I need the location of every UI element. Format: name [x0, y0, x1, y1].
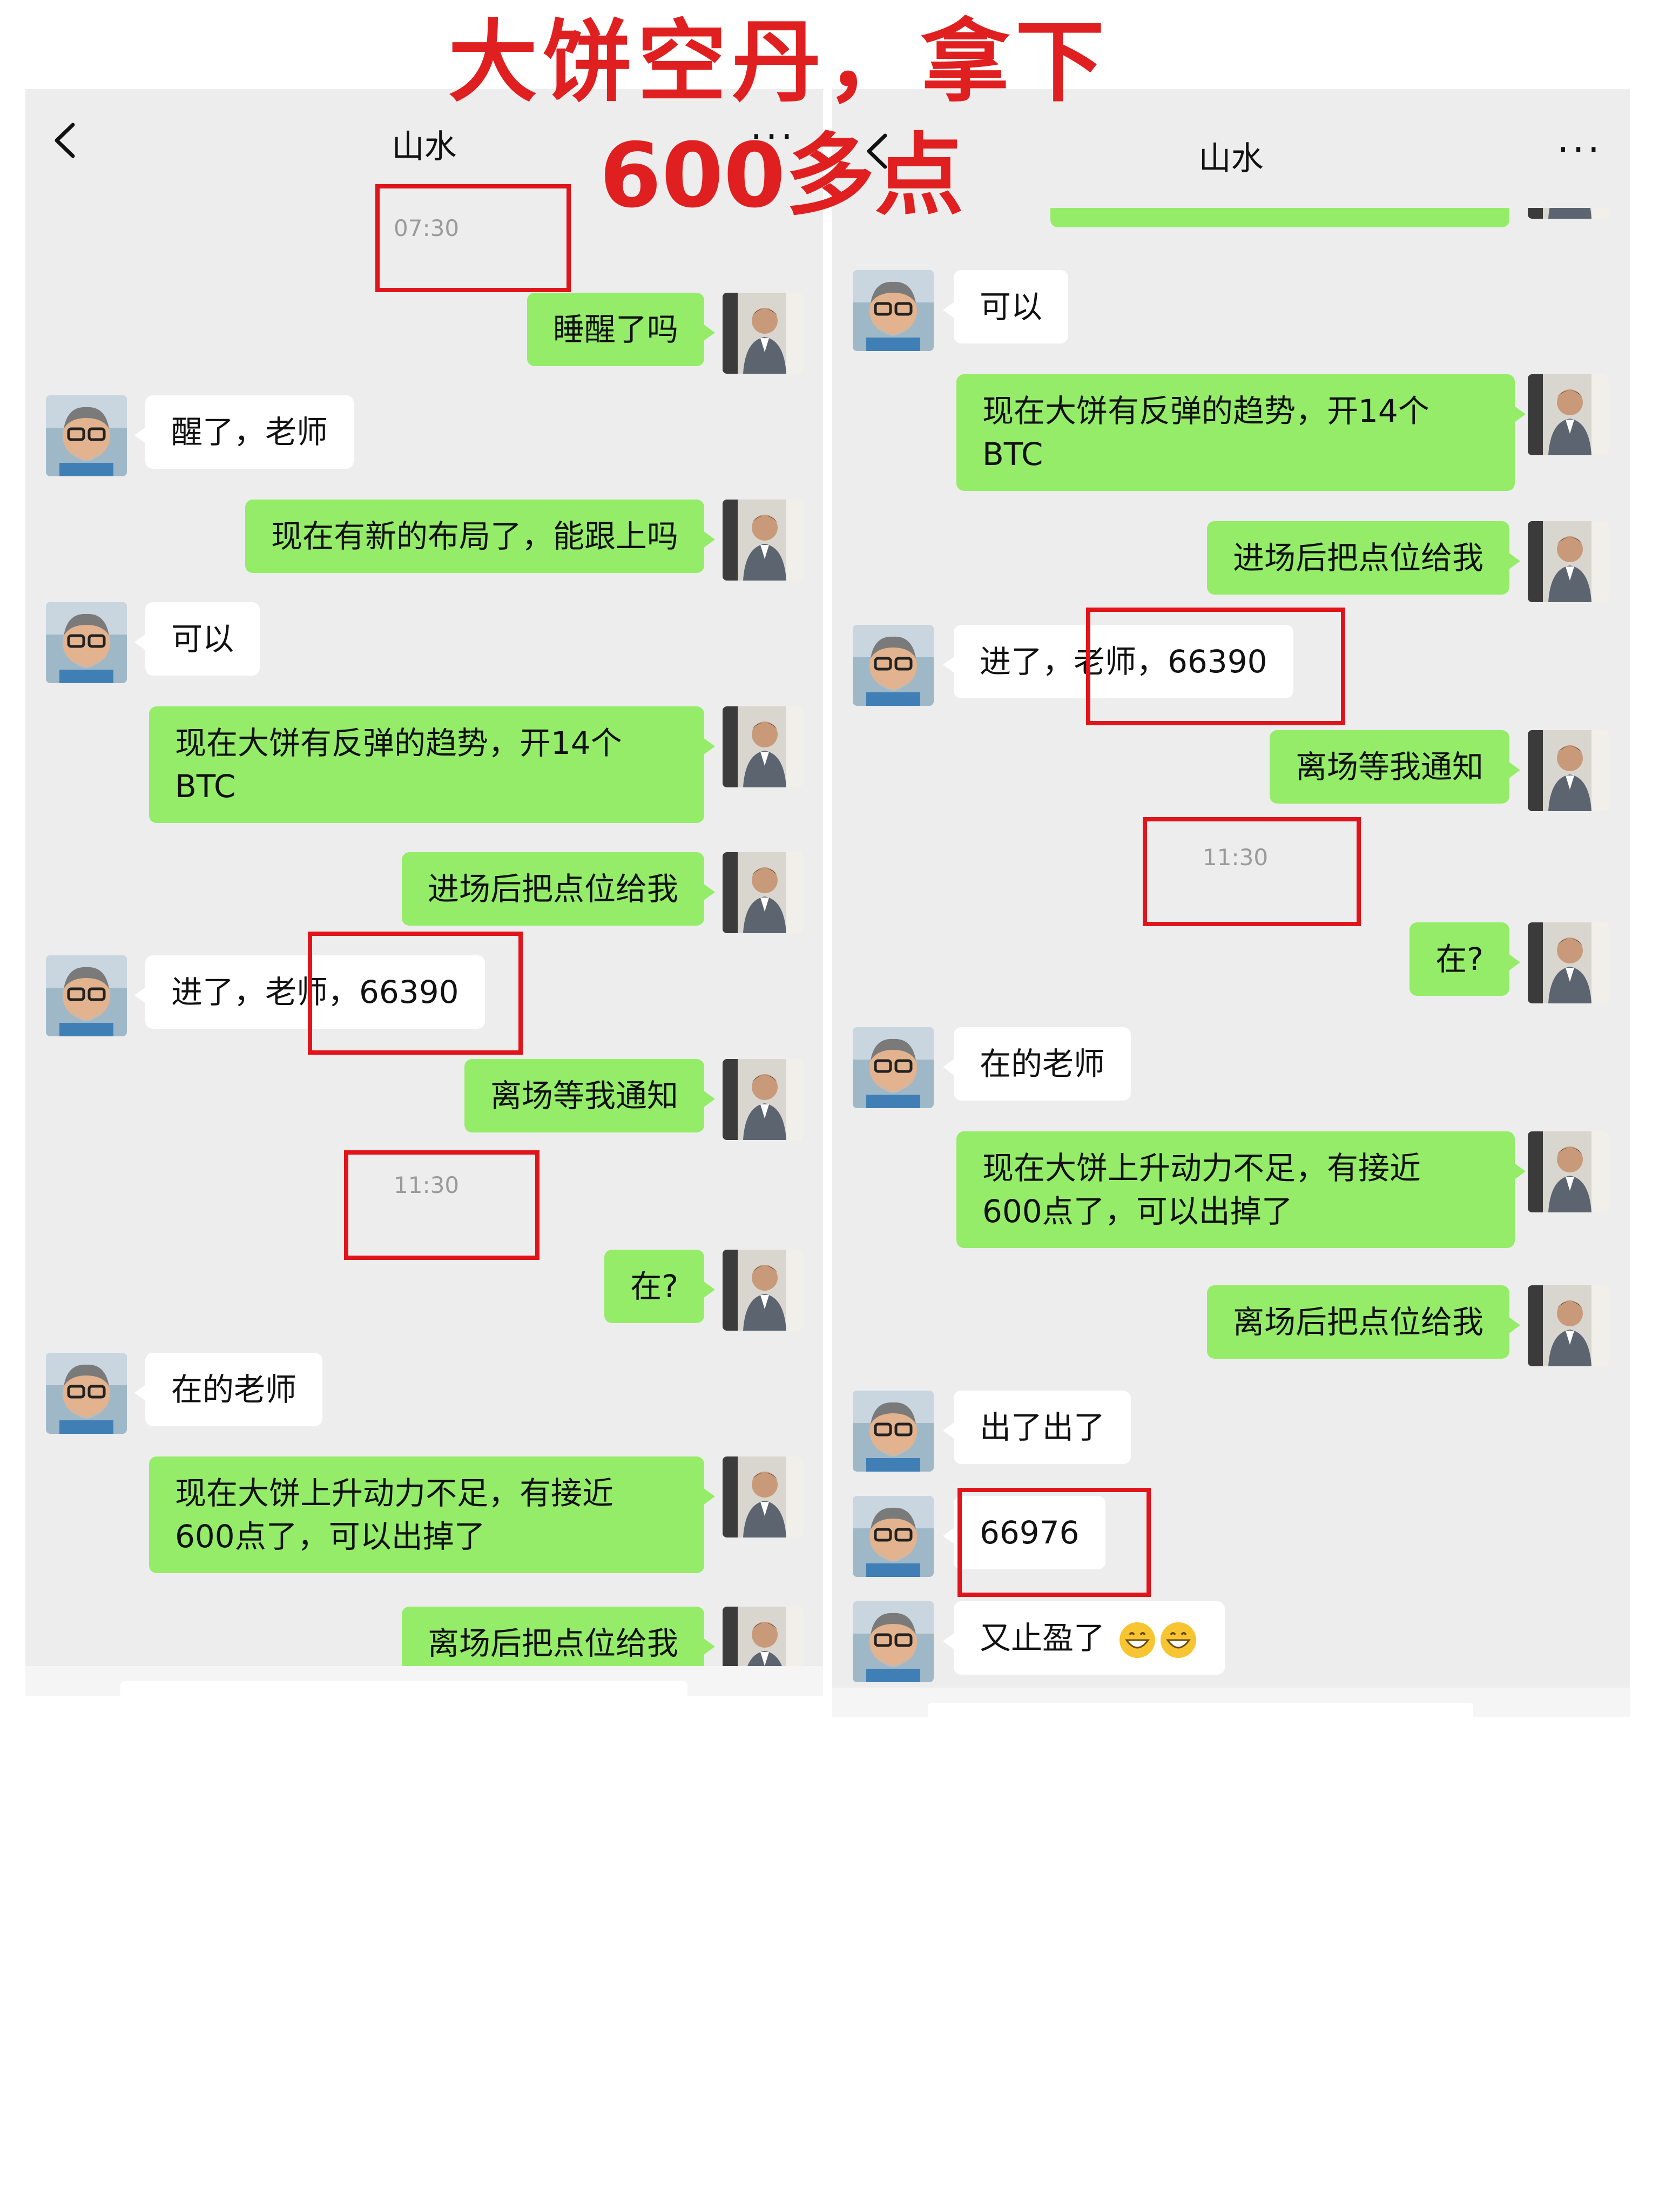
message-line: 600点了，可以出掉了 [982, 1193, 1293, 1230]
avatar-contact[interactable] [853, 1027, 934, 1108]
avatar-contact[interactable] [46, 955, 127, 1036]
message-bubble-sent[interactable]: 离场后把点位给我 [1206, 1285, 1521, 1359]
avatar-self[interactable] [1528, 521, 1609, 602]
avatar-self[interactable] [723, 1456, 804, 1537]
message-bubble-sent[interactable]: 现在有新的布局了，能跟上吗 [245, 500, 716, 573]
annotation-box [375, 184, 571, 292]
annotation-box [1086, 608, 1345, 725]
avatar-contact[interactable] [853, 1601, 934, 1682]
message-line: BTC [982, 436, 1043, 473]
message-bubble-sent[interactable]: 离场等我通知 [464, 1059, 716, 1132]
message-line: 现在大饼有反弹的趋势，开14个 [175, 725, 622, 761]
avatar-self[interactable] [1528, 922, 1609, 1003]
message-line: 600点了，可以出掉了 [175, 1518, 485, 1555]
avatar-self[interactable] [1528, 730, 1609, 811]
message-bubble-sent[interactable]: 现在大饼上升动力不足，有接近 600点了，可以出掉了 [149, 1456, 715, 1573]
message-line: 现在大饼上升动力不足，有接近 [982, 1150, 1421, 1186]
message-bubble-received[interactable]: 在的老师 [942, 1027, 1131, 1101]
message-bubble-sent[interactable]: 在? [604, 1250, 715, 1323]
grin-emoji-icon [1120, 1622, 1197, 1658]
avatar-contact[interactable] [853, 625, 934, 706]
avatar-self[interactable] [723, 293, 804, 374]
avatar-self[interactable] [723, 1250, 804, 1331]
annotation-box [1143, 817, 1361, 926]
message-text: 又止盈了 [980, 1620, 1105, 1656]
message-line: BTC [175, 768, 236, 805]
timestamp: 07:30 [394, 215, 460, 241]
back-arrow-icon[interactable] [865, 132, 888, 170]
chat-title: 山水 [1198, 140, 1264, 178]
chat-panel-left: 山水 ··· 07:30 睡醒了吗 醒了，老师 现在有新的布局了，能跟上吗 可以… [25, 89, 823, 1696]
avatar-self[interactable] [723, 706, 804, 787]
chat-header: 山水 ··· [832, 89, 1630, 208]
message-bubble-received[interactable]: 出了出了 [942, 1391, 1131, 1464]
headline-line2: 600多点 [599, 124, 964, 227]
avatar-self[interactable] [1528, 374, 1609, 455]
annotation-box [308, 932, 523, 1055]
input-bar [25, 1666, 823, 1696]
message-bubble-sent[interactable]: 进场后把点位给我 [1206, 521, 1521, 595]
message-bubble-received[interactable]: 66976 [943, 1496, 1105, 1569]
message-bubble-received[interactable]: 又止盈了 [942, 1601, 1225, 1675]
message-bubble-sent[interactable]: 在? [1410, 922, 1520, 996]
avatar-self[interactable] [723, 852, 804, 933]
chat-title: 山水 [392, 128, 457, 166]
chat-panel-right: 现在有新的布局了，能跟上吗 山水 ··· 可以 现在大饼有反弹的趋势，开14个 … [832, 89, 1630, 1717]
avatar-self[interactable] [723, 500, 804, 581]
message-bubble-sent[interactable]: 现在大饼上升动力不足，有接近 600点了，可以出掉了 [956, 1131, 1526, 1248]
annotation-box [957, 1488, 1151, 1597]
timestamp: 11:30 [1203, 844, 1269, 871]
message-bubble-received[interactable]: 在的老师 [134, 1353, 323, 1426]
annotation-box [344, 1150, 539, 1260]
avatar-contact[interactable] [853, 1496, 934, 1577]
headline-line1: 大饼空丹，拿下 [448, 10, 1110, 114]
message-bubble-sent[interactable]: 现在大饼有反弹的趋势，开14个 BTC [956, 374, 1526, 491]
avatar-self[interactable] [1528, 1285, 1609, 1366]
input-bar [832, 1688, 1630, 1717]
message-bubble-received[interactable]: 可以 [134, 602, 260, 676]
avatar-self[interactable] [723, 1059, 804, 1140]
message-bubble-sent[interactable]: 睡醒了吗 [527, 293, 716, 366]
message-input[interactable] [120, 1681, 687, 1696]
avatar-contact[interactable] [46, 602, 127, 683]
avatar-contact[interactable] [853, 1391, 934, 1472]
message-bubble-received[interactable]: 醒了，老师 [134, 395, 354, 469]
timestamp: 11:30 [394, 1172, 460, 1198]
message-bubble-sent[interactable]: 进场后把点位给我 [401, 852, 716, 926]
message-line: 现在大饼上升动力不足，有接近 [175, 1475, 614, 1512]
avatar-contact[interactable] [853, 270, 934, 351]
message-input[interactable] [928, 1703, 1473, 1717]
message-bubble-sent[interactable]: 离场等我通知 [1269, 730, 1521, 804]
more-options-icon[interactable]: ··· [1557, 127, 1603, 172]
avatar-contact[interactable] [46, 1353, 127, 1434]
message-line: 现在大饼有反弹的趋势，开14个 [982, 393, 1429, 429]
message-bubble-received[interactable]: 进了，老师，66390 [943, 625, 1293, 698]
message-bubble-received[interactable]: 可以 [942, 270, 1069, 343]
avatar-contact[interactable] [46, 395, 127, 476]
message-bubble-sent[interactable]: 现在大饼有反弹的趋势，开14个 BTC [149, 706, 715, 823]
chat-header: 山水 ··· [25, 89, 823, 194]
back-arrow-icon[interactable] [52, 122, 76, 159]
avatar-self[interactable] [1528, 1131, 1609, 1212]
message-bubble-received[interactable]: 进了，老师，66390 [134, 955, 485, 1029]
